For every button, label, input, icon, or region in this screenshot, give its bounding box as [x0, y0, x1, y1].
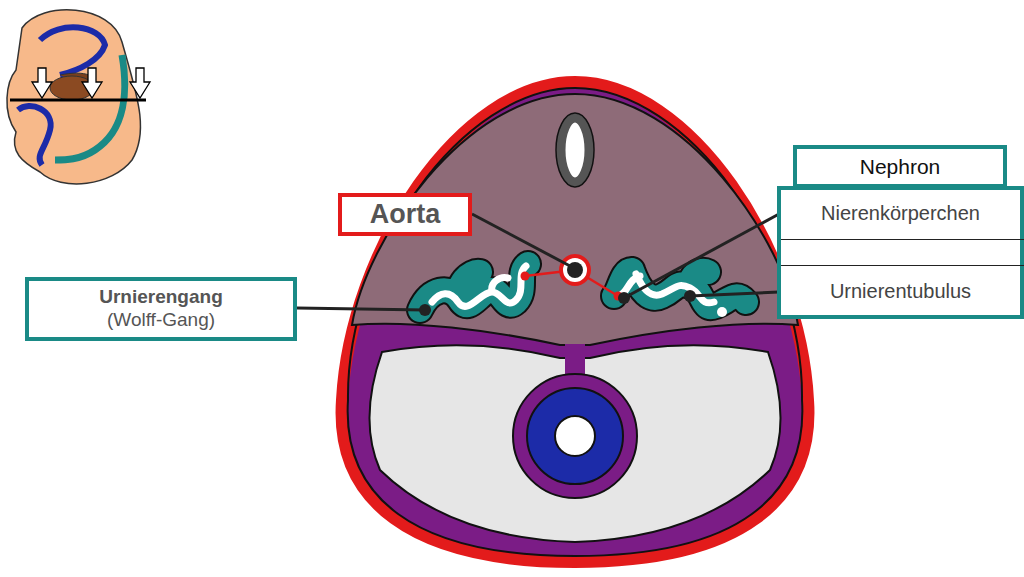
duct-label-box: Urnierengang(Wolff-Gang)	[25, 277, 297, 341]
node-label: (Wolff-Gang)	[107, 309, 215, 332]
row-divider	[781, 265, 1024, 266]
row-divider	[781, 239, 1024, 240]
corpuscle-label-box: Nierenkörperchen	[781, 188, 1020, 238]
coelom	[369, 345, 780, 542]
node-label: Urnierengang	[99, 286, 223, 309]
dorsal-mesoderm	[352, 94, 798, 345]
neural-tube	[561, 118, 589, 182]
gut-lumen	[555, 416, 595, 456]
tubule-label-box: Urnierentubulus	[781, 266, 1020, 316]
gut-wall	[513, 374, 637, 498]
node-label: Aorta	[370, 198, 441, 230]
node-label: Urnierentubulus	[830, 279, 971, 303]
aorta-vessel	[561, 256, 589, 284]
group-heading: Nephron	[793, 145, 1007, 188]
gut-epithelium	[527, 388, 623, 484]
embryo-thumbnail	[7, 10, 150, 184]
nephron-group: NephronNierenkörperchenUrnierentubulus	[777, 145, 1024, 319]
body-wall	[342, 82, 809, 562]
node-label: Nierenkörperchen	[821, 201, 980, 225]
aorta-label-box: Aorta	[338, 193, 472, 236]
